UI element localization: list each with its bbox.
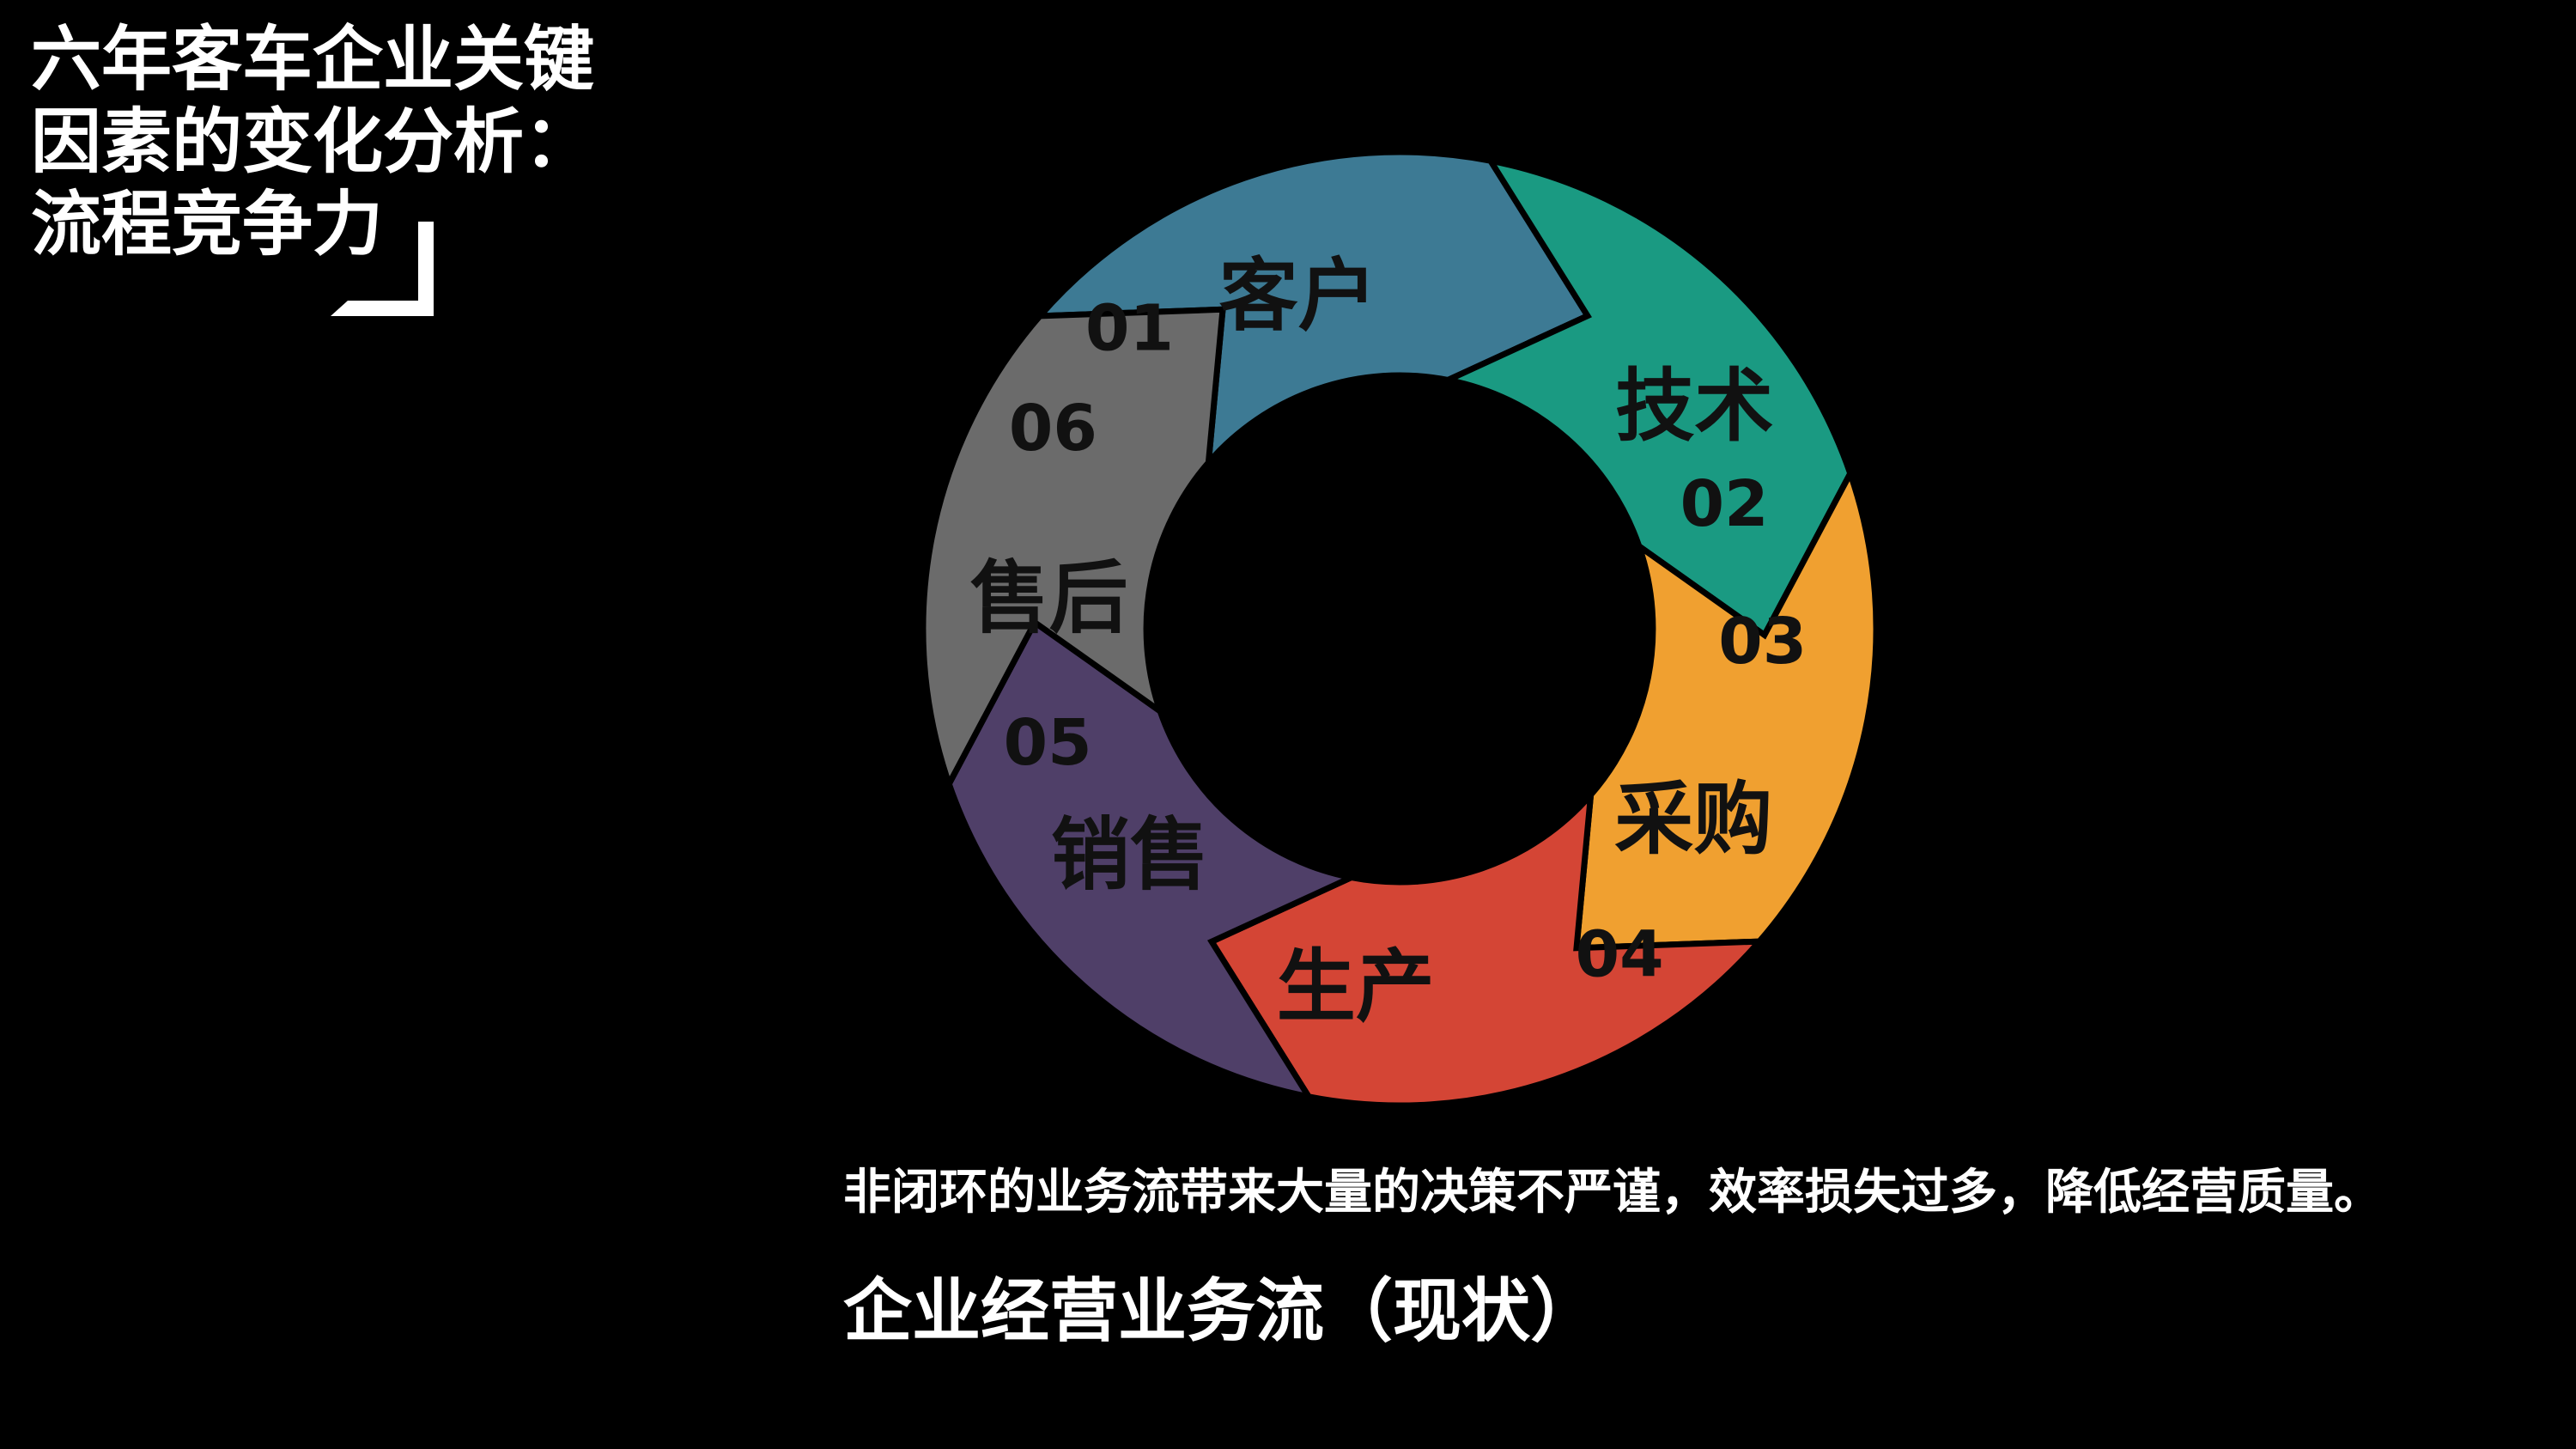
segment-name-01: 客户 <box>1219 250 1377 342</box>
title-line-1: 六年客车企业关键 <box>31 19 595 100</box>
segment-number-05: 05 <box>1004 706 1092 780</box>
segment-number-01: 01 <box>1085 292 1174 366</box>
cycle-segment-03 <box>1573 466 1880 952</box>
cycle-segments <box>920 149 1880 1109</box>
segment-name-05: 销售 <box>1051 809 1209 901</box>
cycle-labels: 客户 01 技术 02 采购 03 生产 04 销售 05 售后 06 <box>970 250 1807 1032</box>
segment-name-03: 采购 <box>1614 774 1772 866</box>
segment-number-02: 02 <box>1680 467 1769 541</box>
cycle-segment-01 <box>1033 149 1592 472</box>
diagram-subtitle: 企业经营业务流（现状） <box>843 1271 1599 1351</box>
segment-name-02: 技术 <box>1615 361 1773 453</box>
segment-name-06: 售后 <box>970 552 1128 644</box>
segment-number-06: 06 <box>1009 392 1097 466</box>
caption-text: 非闭环的业务流带来大量的决策不严谨，效率损失过多，降低经营质量。 <box>843 1165 2382 1221</box>
cycle-segment-02 <box>1437 156 1854 640</box>
cycle-segment-05 <box>945 618 1362 1101</box>
segment-number-04: 04 <box>1576 918 1664 992</box>
cycle-segment-04 <box>1207 786 1766 1109</box>
page-title: 六年客车企业关键 因素的变化分析： 流程竞争力 <box>31 19 632 266</box>
segment-number-03: 03 <box>1718 605 1807 679</box>
title-line-3: 流程竞争力 <box>31 184 384 265</box>
segment-name-04: 生产 <box>1277 941 1435 1032</box>
title-line-2: 因素的变化分析： <box>31 101 595 183</box>
corner-bracket-icon <box>331 222 434 316</box>
cycle-segment-06 <box>920 306 1226 792</box>
